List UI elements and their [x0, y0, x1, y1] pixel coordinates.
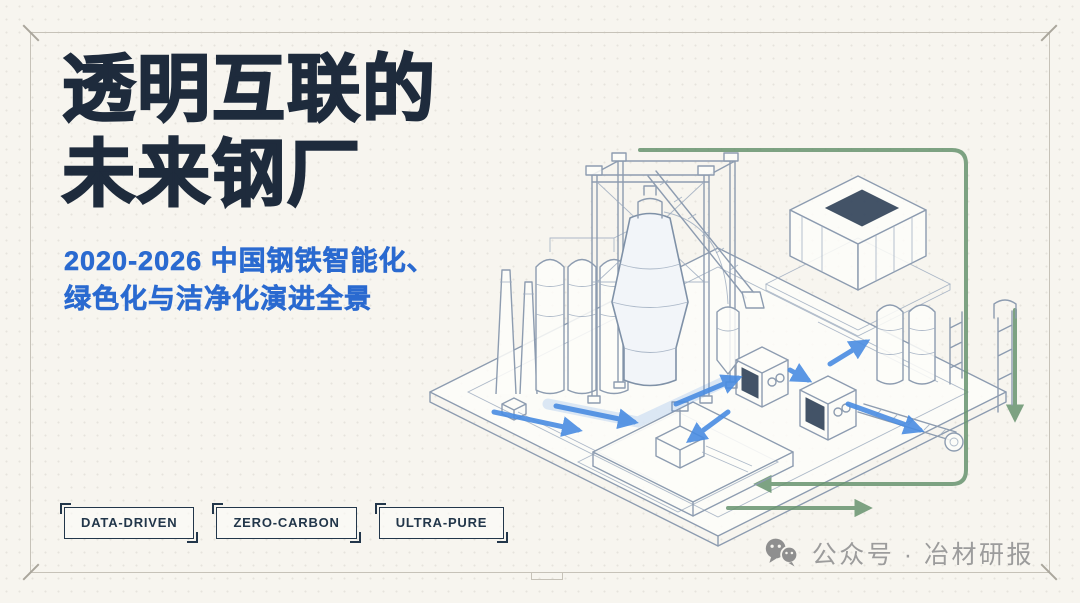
tag-zero-carbon: ZERO-CARBON: [212, 503, 362, 543]
material-flow-arrows: [491, 339, 925, 443]
chimneys: [495, 269, 538, 395]
blast-furnace: [585, 152, 765, 404]
footer-brand-text: 公众号 · 冶材研报: [811, 541, 1034, 569]
steel-plant-illustration: [429, 148, 1025, 547]
title-line-2: 未来钢厂: [61, 133, 362, 216]
title-line-1: 透明互联的: [61, 48, 437, 131]
tag-label: ZERO-CARBON: [233, 515, 340, 530]
subtitle-line-2: 绿色化与洁净化演进全景: [64, 283, 372, 314]
tag-label: DATA-DRIVEN: [81, 515, 178, 530]
subtitle-line-1: 2020-2026 中国钢铁智能化、: [64, 246, 435, 277]
tag-label: ULTRA-PURE: [395, 515, 488, 530]
casting-room: [592, 401, 794, 517]
storage-tanks: [876, 299, 1017, 413]
tag-ultra-pure: ULTRA-PURE: [374, 503, 508, 543]
slide-frame: [22, 24, 1058, 581]
frame-bottom-notch: [531, 572, 563, 580]
warehouse-building: [789, 175, 927, 291]
page-subtitle: 2020-2026 中国钢铁智能化、 绿色化与洁净化演进全景: [64, 243, 435, 319]
rolling-mill: [735, 346, 964, 452]
footer-brand: 公众号 · 冶材研报: [764, 535, 1034, 571]
wechat-icon: [765, 538, 798, 567]
page-title: 透明互联的 未来钢厂: [61, 48, 437, 217]
keyword-tags: DATA-DRIVEN ZERO-CARBON ULTRA-PURE: [59, 503, 508, 543]
tag-data-driven: DATA-DRIVEN: [59, 503, 199, 543]
recycle-flow-arrows: [638, 148, 1025, 518]
